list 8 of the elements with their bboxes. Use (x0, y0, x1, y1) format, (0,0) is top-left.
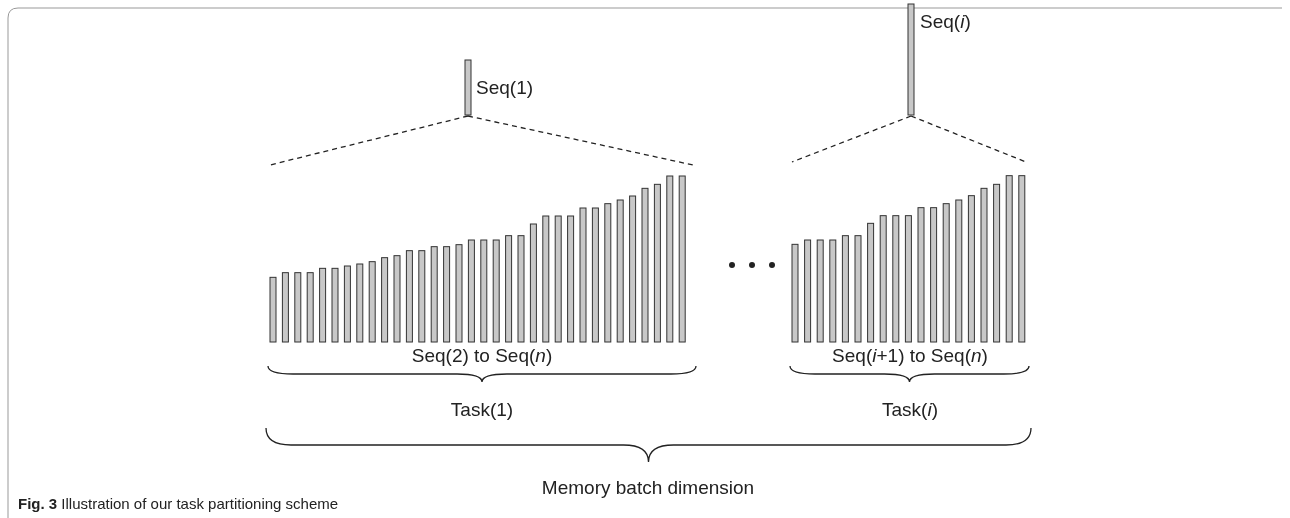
text-label: Seq(i) (920, 12, 971, 31)
figure-caption: Fig. 3 Illustration of our task partitioning scheme (18, 496, 339, 511)
text-label: Seq(i+1) to Seq(n) (832, 346, 988, 365)
text-label: Task(1) (450, 400, 514, 419)
text-label: Seq(1) (476, 78, 534, 97)
text-label: Seq(2) to Seq(n) (411, 346, 553, 365)
text-label: Task(i) (882, 400, 938, 419)
text-label: Memory batch dimension (541, 478, 755, 497)
